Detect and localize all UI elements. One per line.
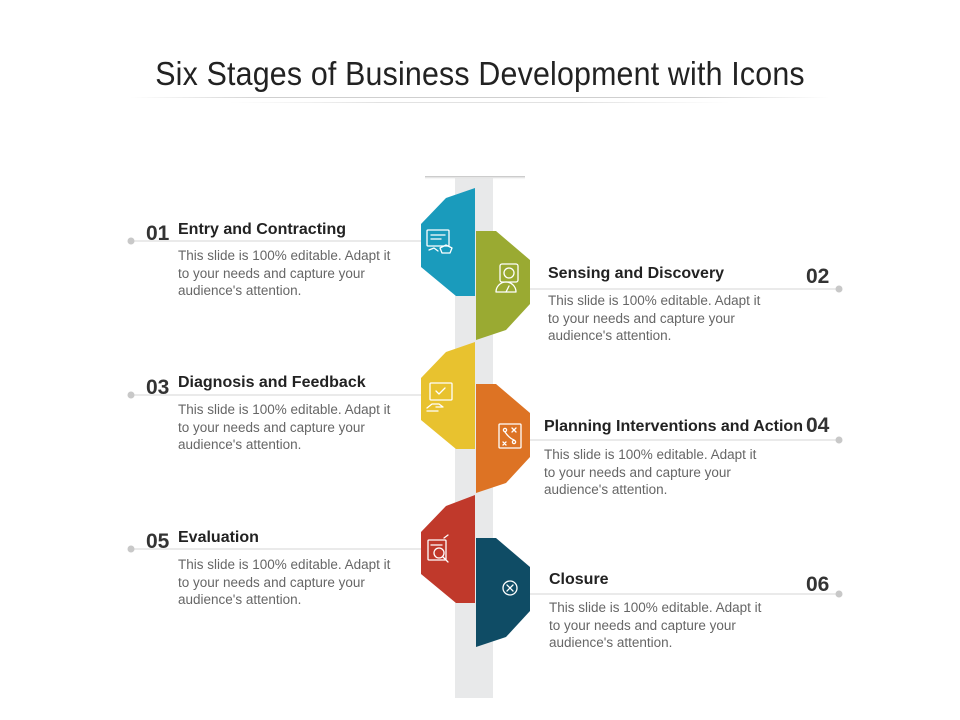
stage-number-1: 01 (146, 222, 170, 245)
strategy-board-icon (498, 423, 522, 449)
connector-dot-4 (835, 436, 843, 444)
stage-shape-3 (421, 342, 475, 449)
stage-shape-5 (421, 495, 475, 603)
stage-number-2: 02 (806, 265, 830, 288)
connector-dot-5 (127, 545, 135, 553)
connector-dot-3 (127, 391, 135, 399)
stage-description-3: This slide is 100% editable. Adapt it to… (178, 402, 391, 452)
stage-number-3: 03 (146, 376, 170, 399)
stage-shape-4 (476, 384, 530, 493)
connector-dots (127, 237, 843, 598)
stage-title-5: Evaluation (178, 529, 259, 546)
stage-number-4: 04 (806, 414, 830, 437)
stage-number-6: 06 (806, 573, 830, 596)
stage-shape-2 (476, 231, 530, 340)
close-circle-icon (502, 580, 518, 596)
connector-dot-1 (127, 237, 135, 245)
stage-title-2: Sensing and Discovery (548, 265, 725, 282)
connector-lines (131, 240, 839, 595)
stage-title-3: Diagnosis and Feedback (178, 374, 366, 391)
stage-description-5: This slide is 100% editable. Adapt it to… (178, 557, 391, 607)
spine-top-shadow (425, 176, 525, 180)
title-underline-secondary (230, 102, 730, 103)
stage-number-5: 05 (146, 530, 170, 553)
stage-description-6: This slide is 100% editable. Adapt it to… (549, 600, 762, 650)
stage-shape-6 (476, 538, 530, 647)
stage-description-2: This slide is 100% editable. Adapt it to… (548, 293, 761, 343)
stage-title-6: Closure (549, 571, 609, 588)
title-underline (130, 97, 830, 98)
stage-description-1: This slide is 100% editable. Adapt it to… (178, 248, 391, 298)
stage-shape-1 (421, 188, 475, 296)
slide-title: Six Stages of Business Development with … (155, 55, 805, 92)
discovery-gauge-icon (495, 263, 519, 293)
evaluation-search-icon (427, 534, 449, 563)
stage-title-4: Planning Interventions and Action (544, 418, 803, 435)
stage-title-1: Entry and Contracting (178, 221, 347, 238)
connector-dot-2 (835, 285, 843, 293)
stage-description-4: This slide is 100% editable. Adapt it to… (544, 447, 757, 497)
contract-document-icon (426, 229, 453, 254)
feedback-hand-icon (426, 382, 453, 412)
connector-dot-6 (835, 590, 843, 598)
